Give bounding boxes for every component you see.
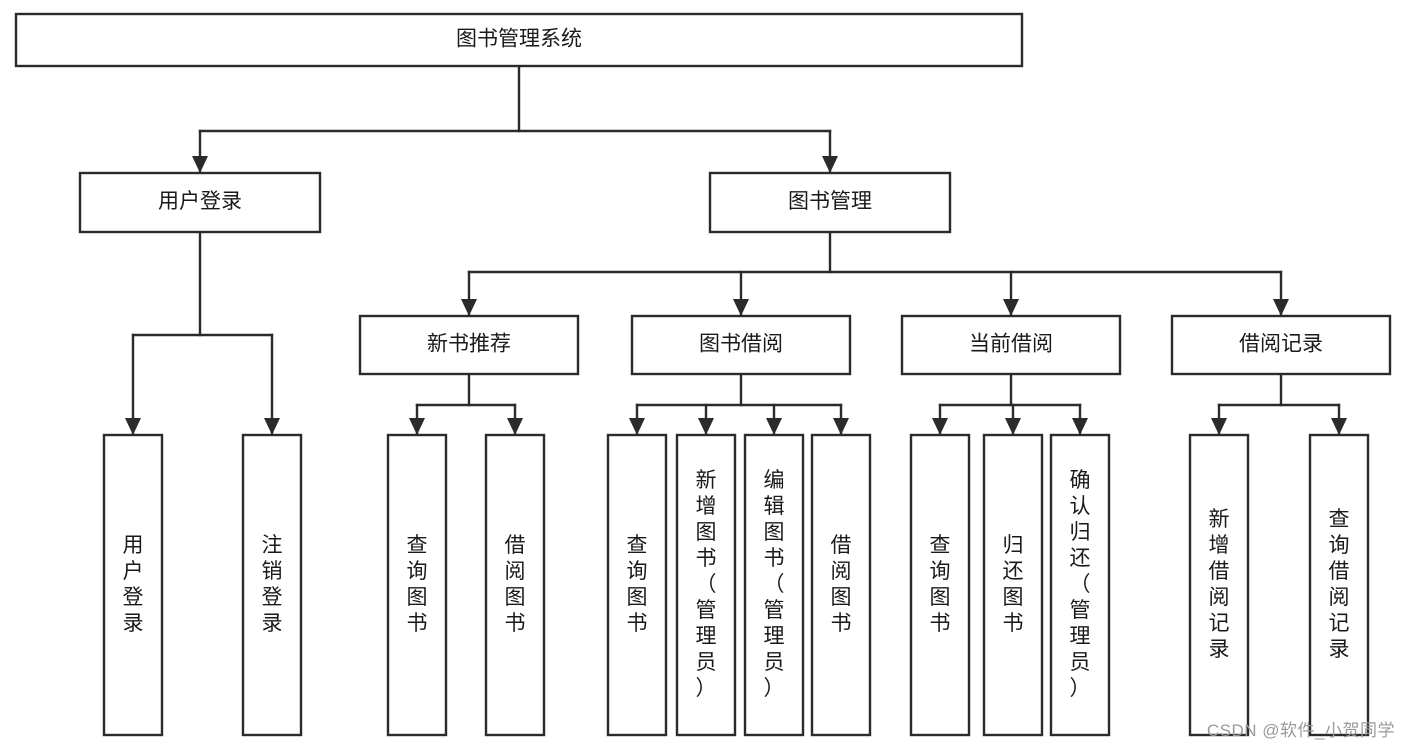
leaf-node-8-box xyxy=(909,433,971,737)
leaf-node-5[interactable]: 新增图书（管理员） xyxy=(675,433,737,737)
level3-node-2-label: 当前借阅 xyxy=(969,333,1053,356)
leaf-node-3-label: 借阅图书 xyxy=(505,534,526,635)
leaf-node-4[interactable]: 查询图书 xyxy=(606,433,668,737)
arrow-head-icon xyxy=(822,156,838,173)
leaf-node-1-label: 注销登录 xyxy=(262,534,283,635)
leaf-node-3[interactable]: 借阅图书 xyxy=(484,433,546,737)
leaf-node-10-box xyxy=(1049,433,1111,737)
level3-node-0-label: 新书推荐 xyxy=(427,333,511,356)
leaf-node-11-box xyxy=(1188,433,1250,737)
leaf-node-7-box xyxy=(810,433,872,737)
arrow-head-icon xyxy=(1003,299,1019,316)
arrow-head-icon xyxy=(766,418,782,435)
root-node[interactable]: 图书管理系统 xyxy=(14,12,1024,68)
arrow-head-icon xyxy=(507,418,523,435)
leaf-node-6-label: 编辑图书（管理员） xyxy=(764,469,785,700)
level3-node-1-label: 图书借阅 xyxy=(699,333,783,356)
arrow-head-icon xyxy=(192,156,208,173)
leaf-node-11-label: 新增借阅记录 xyxy=(1209,508,1230,661)
leaf-node-10-label: 确认归还（管理员） xyxy=(1070,469,1091,700)
arrow-head-icon xyxy=(733,299,749,316)
root-node-label: 图书管理系统 xyxy=(456,28,582,51)
leaf-node-7-label: 借阅图书 xyxy=(831,534,852,635)
level2-node-1-box xyxy=(708,171,952,234)
level2-node-1[interactable]: 图书管理 xyxy=(708,171,952,234)
arrow-head-icon xyxy=(125,418,141,435)
leaf-node-9-label: 归还图书 xyxy=(1003,534,1024,635)
level2-node-0-label: 用户登录 xyxy=(158,190,242,213)
leaf-node-0-box xyxy=(102,433,164,737)
level3-node-1[interactable]: 图书借阅 xyxy=(630,314,852,376)
arrow-head-icon xyxy=(1331,418,1347,435)
leaf-node-2-label: 查询图书 xyxy=(407,534,428,635)
connector-layer xyxy=(125,64,1347,436)
arrow-head-icon xyxy=(1211,418,1227,435)
arrow-head-icon xyxy=(264,418,280,435)
leaf-node-6-box xyxy=(743,433,805,737)
level2-node-0-box xyxy=(78,171,322,234)
level3-node-3-label: 借阅记录 xyxy=(1239,333,1323,356)
leaf-node-9-box xyxy=(982,433,1044,737)
leaf-node-11[interactable]: 新增借阅记录 xyxy=(1188,433,1250,737)
leaf-node-1[interactable]: 注销登录 xyxy=(241,433,303,737)
leaf-node-6[interactable]: 编辑图书（管理员） xyxy=(743,433,805,737)
arrow-head-icon xyxy=(1273,299,1289,316)
leaf-node-10[interactable]: 确认归还（管理员） xyxy=(1049,433,1111,737)
level2-node-1-label: 图书管理 xyxy=(788,190,872,213)
leaf-node-5-label: 新增图书（管理员） xyxy=(696,469,717,700)
leaf-node-12[interactable]: 查询借阅记录 xyxy=(1308,433,1370,737)
leaf-node-9[interactable]: 归还图书 xyxy=(982,433,1044,737)
leaf-node-0[interactable]: 用户登录 xyxy=(102,433,164,737)
leaf-node-8-label: 查询图书 xyxy=(930,534,951,635)
arrow-head-icon xyxy=(409,418,425,435)
arrow-head-icon xyxy=(1072,418,1088,435)
leaf-node-8[interactable]: 查询图书 xyxy=(909,433,971,737)
leaf-node-2[interactable]: 查询图书 xyxy=(386,433,448,737)
leaf-node-5-box xyxy=(675,433,737,737)
root-node-box xyxy=(14,12,1024,68)
arrow-head-icon xyxy=(833,418,849,435)
arrow-head-icon xyxy=(698,418,714,435)
leaf-node-12-label: 查询借阅记录 xyxy=(1329,508,1350,661)
level3-node-2[interactable]: 当前借阅 xyxy=(900,314,1122,376)
node-layer: 图书管理系统用户登录图书管理新书推荐图书借阅当前借阅借阅记录用户登录注销登录查询… xyxy=(14,12,1392,737)
leaf-node-4-label: 查询图书 xyxy=(627,534,648,635)
arrow-head-icon xyxy=(932,418,948,435)
leaf-node-7[interactable]: 借阅图书 xyxy=(810,433,872,737)
leaf-node-3-box xyxy=(484,433,546,737)
leaf-node-4-box xyxy=(606,433,668,737)
level3-node-2-box xyxy=(900,314,1122,376)
level3-node-1-box xyxy=(630,314,852,376)
leaf-node-12-box xyxy=(1308,433,1370,737)
arrow-head-icon xyxy=(461,299,477,316)
level3-node-3-box xyxy=(1170,314,1392,376)
arrow-head-icon xyxy=(629,418,645,435)
leaf-node-0-label: 用户登录 xyxy=(123,534,144,635)
level3-node-0[interactable]: 新书推荐 xyxy=(358,314,580,376)
level3-node-0-box xyxy=(358,314,580,376)
leaf-node-2-box xyxy=(386,433,448,737)
level3-node-3[interactable]: 借阅记录 xyxy=(1170,314,1392,376)
arrow-head-icon xyxy=(1005,418,1021,435)
leaf-node-1-box xyxy=(241,433,303,737)
level2-node-0[interactable]: 用户登录 xyxy=(78,171,322,234)
